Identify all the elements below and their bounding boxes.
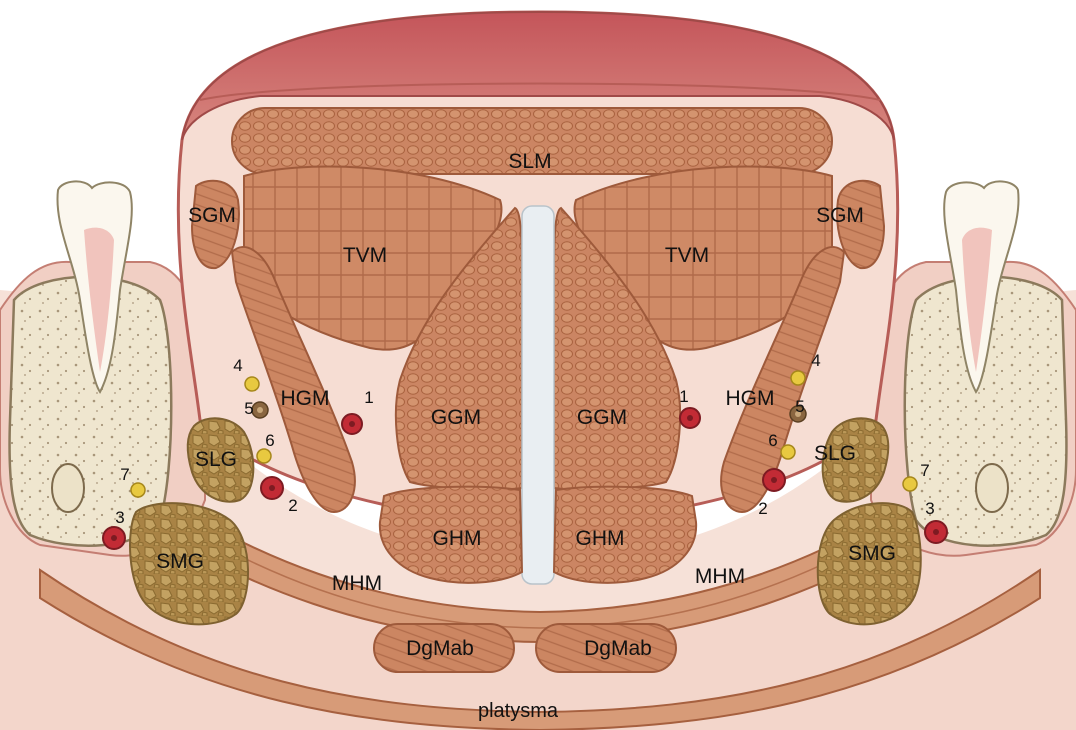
number-6-right: 6 [768, 431, 777, 450]
number-3-right: 3 [925, 499, 934, 518]
left-anterior-digastric-muscle [373, 623, 515, 673]
label-ggm-left: GGM [431, 406, 481, 429]
label-mhm-left: MHM [332, 572, 382, 595]
left-sublingual-gland [186, 417, 255, 503]
number-6-left: 6 [265, 431, 274, 450]
platysma-muscle [39, 568, 1041, 730]
number-1-left: 1 [364, 388, 373, 407]
number-2-right: 2 [758, 499, 767, 518]
left-nerve-6 [256, 448, 272, 464]
label-tvm-left: TVM [343, 244, 387, 267]
left-vessel-2 [260, 476, 284, 500]
label-smg-right: SMG [848, 542, 896, 565]
left-geniohyoid-muscle [378, 485, 524, 584]
neck-soft-tissue [0, 290, 1076, 730]
left-mandible [0, 260, 206, 557]
number-3-left: 3 [115, 508, 124, 527]
left-nerve-4 [244, 376, 260, 392]
label-dgmab-right: DgMab [584, 637, 652, 660]
left-vein-5 [251, 401, 269, 419]
number-2-left: 2 [288, 496, 297, 515]
right-lingual-artery [679, 407, 701, 429]
left-lingual-artery [341, 413, 363, 435]
number-7-right: 7 [920, 461, 929, 480]
label-hgm-left: HGM [281, 387, 330, 410]
right-geniohyoid-muscle [552, 485, 698, 584]
right-sublingual-gland [821, 417, 890, 503]
right-tooth [943, 180, 1020, 394]
number-5-left: 5 [244, 399, 253, 418]
label-ghm-right: GHM [576, 527, 625, 550]
right-submandibular-gland [816, 502, 922, 626]
right-anterior-digastric-muscle [535, 623, 677, 673]
right-nerve-4 [790, 370, 806, 386]
superior-longitudinal-muscle [231, 107, 833, 175]
label-tvm-right: TVM [665, 244, 709, 267]
label-slg-left: SLG [195, 448, 237, 471]
label-dgmab-left: DgMab [406, 637, 474, 660]
label-slm: SLM [508, 150, 551, 173]
right-mandible [870, 260, 1076, 557]
label-platysma: platysma [478, 700, 559, 722]
label-smg-left: SMG [156, 550, 204, 573]
label-slg-right: SLG [814, 442, 856, 465]
number-4-left: 4 [233, 356, 242, 375]
right-nerve-6 [780, 444, 796, 460]
number-4-right: 4 [811, 351, 820, 370]
left-nerve-7 [130, 482, 146, 498]
label-mhm-right: MHM [695, 565, 745, 588]
right-vessel-3 [924, 520, 948, 544]
label-ghm-left: GHM [433, 527, 482, 550]
label-hgm-right: HGM [726, 387, 775, 410]
label-sgm-right: SGM [816, 204, 864, 227]
number-1-right: 1 [679, 387, 688, 406]
label-sgm-left: SGM [188, 204, 236, 227]
left-styloglossus-muscle [190, 179, 240, 270]
number-5-right: 5 [795, 397, 804, 416]
right-vein-5 [789, 405, 807, 423]
right-vessel-2 [762, 468, 786, 492]
left-submandibular-gland [129, 502, 250, 626]
left-vessel-3 [102, 526, 126, 550]
right-hyoglossus-muscle [720, 246, 846, 514]
right-nerve-7 [902, 476, 918, 492]
right-styloglossus-muscle [836, 179, 886, 270]
lingual-septum [521, 205, 555, 585]
label-ggm-right: GGM [577, 406, 627, 429]
number-7-left: 7 [120, 465, 129, 484]
left-tooth [56, 180, 133, 394]
left-hyoglossus-muscle [230, 246, 356, 514]
